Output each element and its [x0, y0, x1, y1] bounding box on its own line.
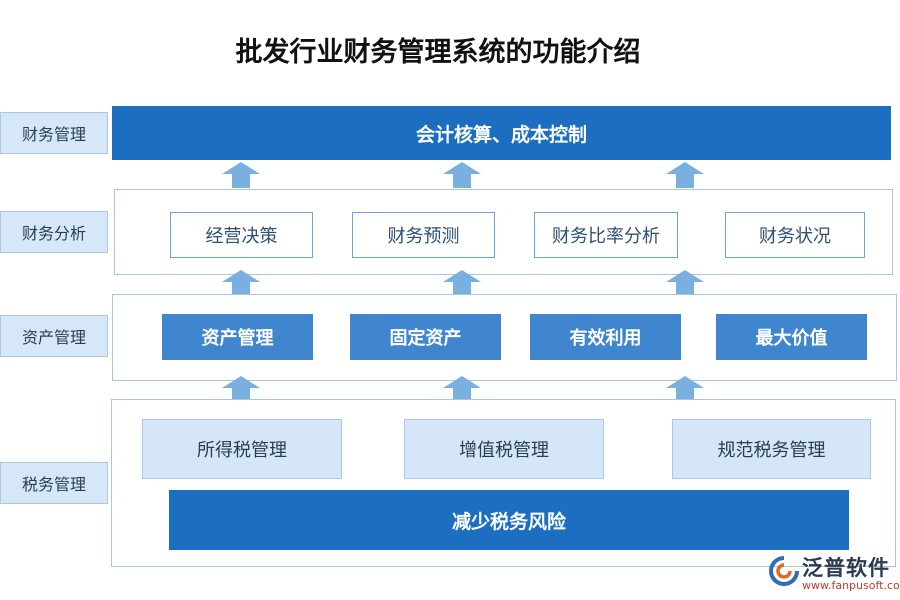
business-decision-box: 经营决策 [170, 212, 313, 258]
up-arrow-icon [666, 270, 704, 296]
up-arrow-icon [222, 162, 260, 188]
page-title: 批发行业财务管理系统的功能介绍 [235, 37, 641, 68]
fixed-assets-box: 固定资产 [350, 314, 501, 360]
financial-forecast-box: 财务预测 [352, 212, 495, 258]
fanpu-logo-icon [769, 556, 799, 586]
accounting-cost-control-bar: 会计核算、成本控制 [112, 106, 891, 160]
standard-tax-management-box: 规范税务管理 [672, 419, 871, 479]
financial-ratio-analysis-box: 财务比率分析 [534, 212, 678, 258]
side-label-finance-management: 财务管理 [0, 112, 108, 154]
logo-url: www.fanpusoft.com [802, 579, 900, 592]
income-tax-management-box: 所得税管理 [142, 419, 342, 479]
logo-name: 泛普软件 [802, 555, 890, 580]
reduce-tax-risk-bar: 减少税务风险 [169, 490, 849, 550]
up-arrow-icon [443, 376, 481, 402]
financial-status-box: 财务状况 [725, 212, 865, 258]
maximum-value-box: 最大价值 [716, 314, 867, 360]
up-arrow-icon [666, 162, 704, 188]
up-arrow-icon [666, 376, 704, 402]
side-label-asset-management: 资产管理 [0, 315, 108, 357]
up-arrow-icon [222, 376, 260, 402]
up-arrow-icon [222, 270, 260, 296]
side-label-finance-analysis: 财务分析 [0, 211, 108, 253]
up-arrow-icon [443, 162, 481, 188]
asset-management-box: 资产管理 [162, 314, 313, 360]
up-arrow-icon [443, 270, 481, 296]
effective-use-box: 有效利用 [530, 314, 681, 360]
fanpu-logo: 泛普软件 www.fanpusoft.com [768, 552, 900, 596]
side-label-tax-management: 税务管理 [0, 462, 108, 504]
vat-management-box: 增值税管理 [404, 419, 604, 479]
